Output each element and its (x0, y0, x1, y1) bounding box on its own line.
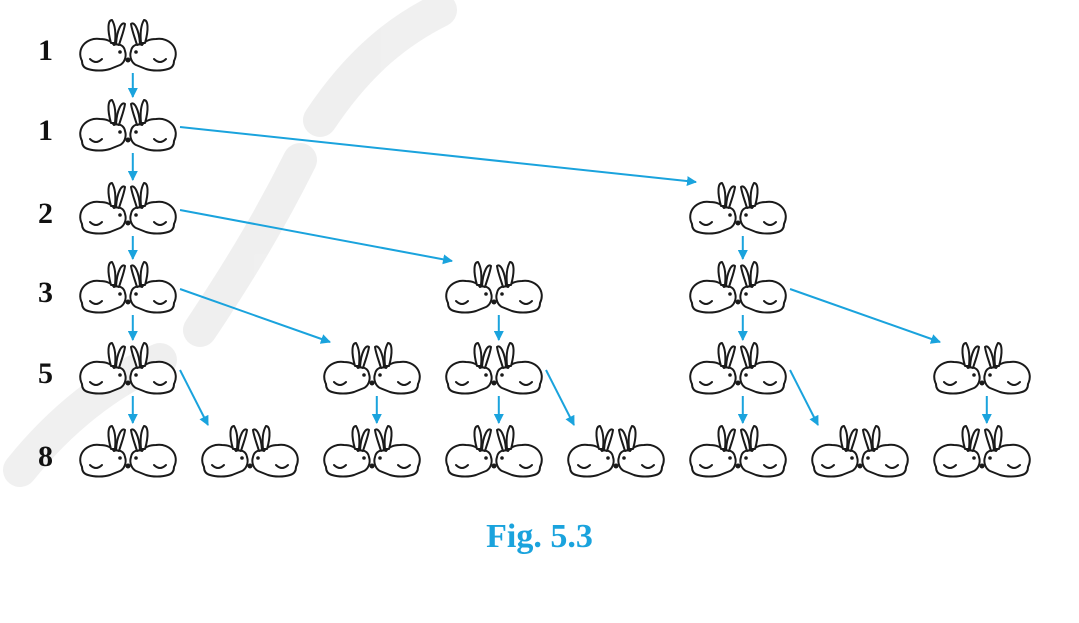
rabbit-pair-icon (568, 426, 664, 477)
row-label-4: 3 (38, 276, 53, 309)
rabbit-pair-icon (324, 343, 420, 394)
rabbit-pair-icon (446, 426, 542, 477)
rabbit-pair-icon (80, 262, 176, 313)
rabbit-pair-icon (690, 183, 786, 234)
row-label-5: 5 (38, 357, 53, 390)
row-label-6: 8 (38, 440, 53, 473)
rabbit-pair-icon (446, 343, 542, 394)
rabbit-pair-icon (324, 426, 420, 477)
rabbit-pair-icon (80, 183, 176, 234)
rabbit-pair-icon (80, 100, 176, 151)
rabbit-pair-icon (812, 426, 908, 477)
arrow (179, 209, 453, 265)
rabbit-pair-icon (934, 343, 1030, 394)
arrow (789, 369, 819, 426)
arrow (179, 126, 697, 187)
rabbit-pair-icon (80, 20, 176, 71)
figure-caption: Fig. 5.3 (486, 518, 593, 555)
rabbit-pair-icon (690, 262, 786, 313)
arrow (789, 288, 941, 344)
rabbit-pair-icon (690, 343, 786, 394)
arrows (127, 73, 992, 426)
rabbit-pair-icon (202, 426, 298, 477)
rabbit-pairs (80, 20, 1030, 477)
rabbit-pair-icon (690, 426, 786, 477)
row-labels: 1 1 2 3 5 8 (38, 34, 53, 473)
rabbit-pair-icon (80, 426, 176, 477)
arrow (179, 369, 209, 426)
arrow (545, 369, 575, 426)
row-label-2: 1 (38, 114, 53, 147)
row-label-1: 1 (38, 34, 53, 67)
arrow (179, 288, 331, 344)
rabbit-pair-icon (446, 262, 542, 313)
rabbit-pair-icon (934, 426, 1030, 477)
row-label-3: 2 (38, 197, 53, 230)
